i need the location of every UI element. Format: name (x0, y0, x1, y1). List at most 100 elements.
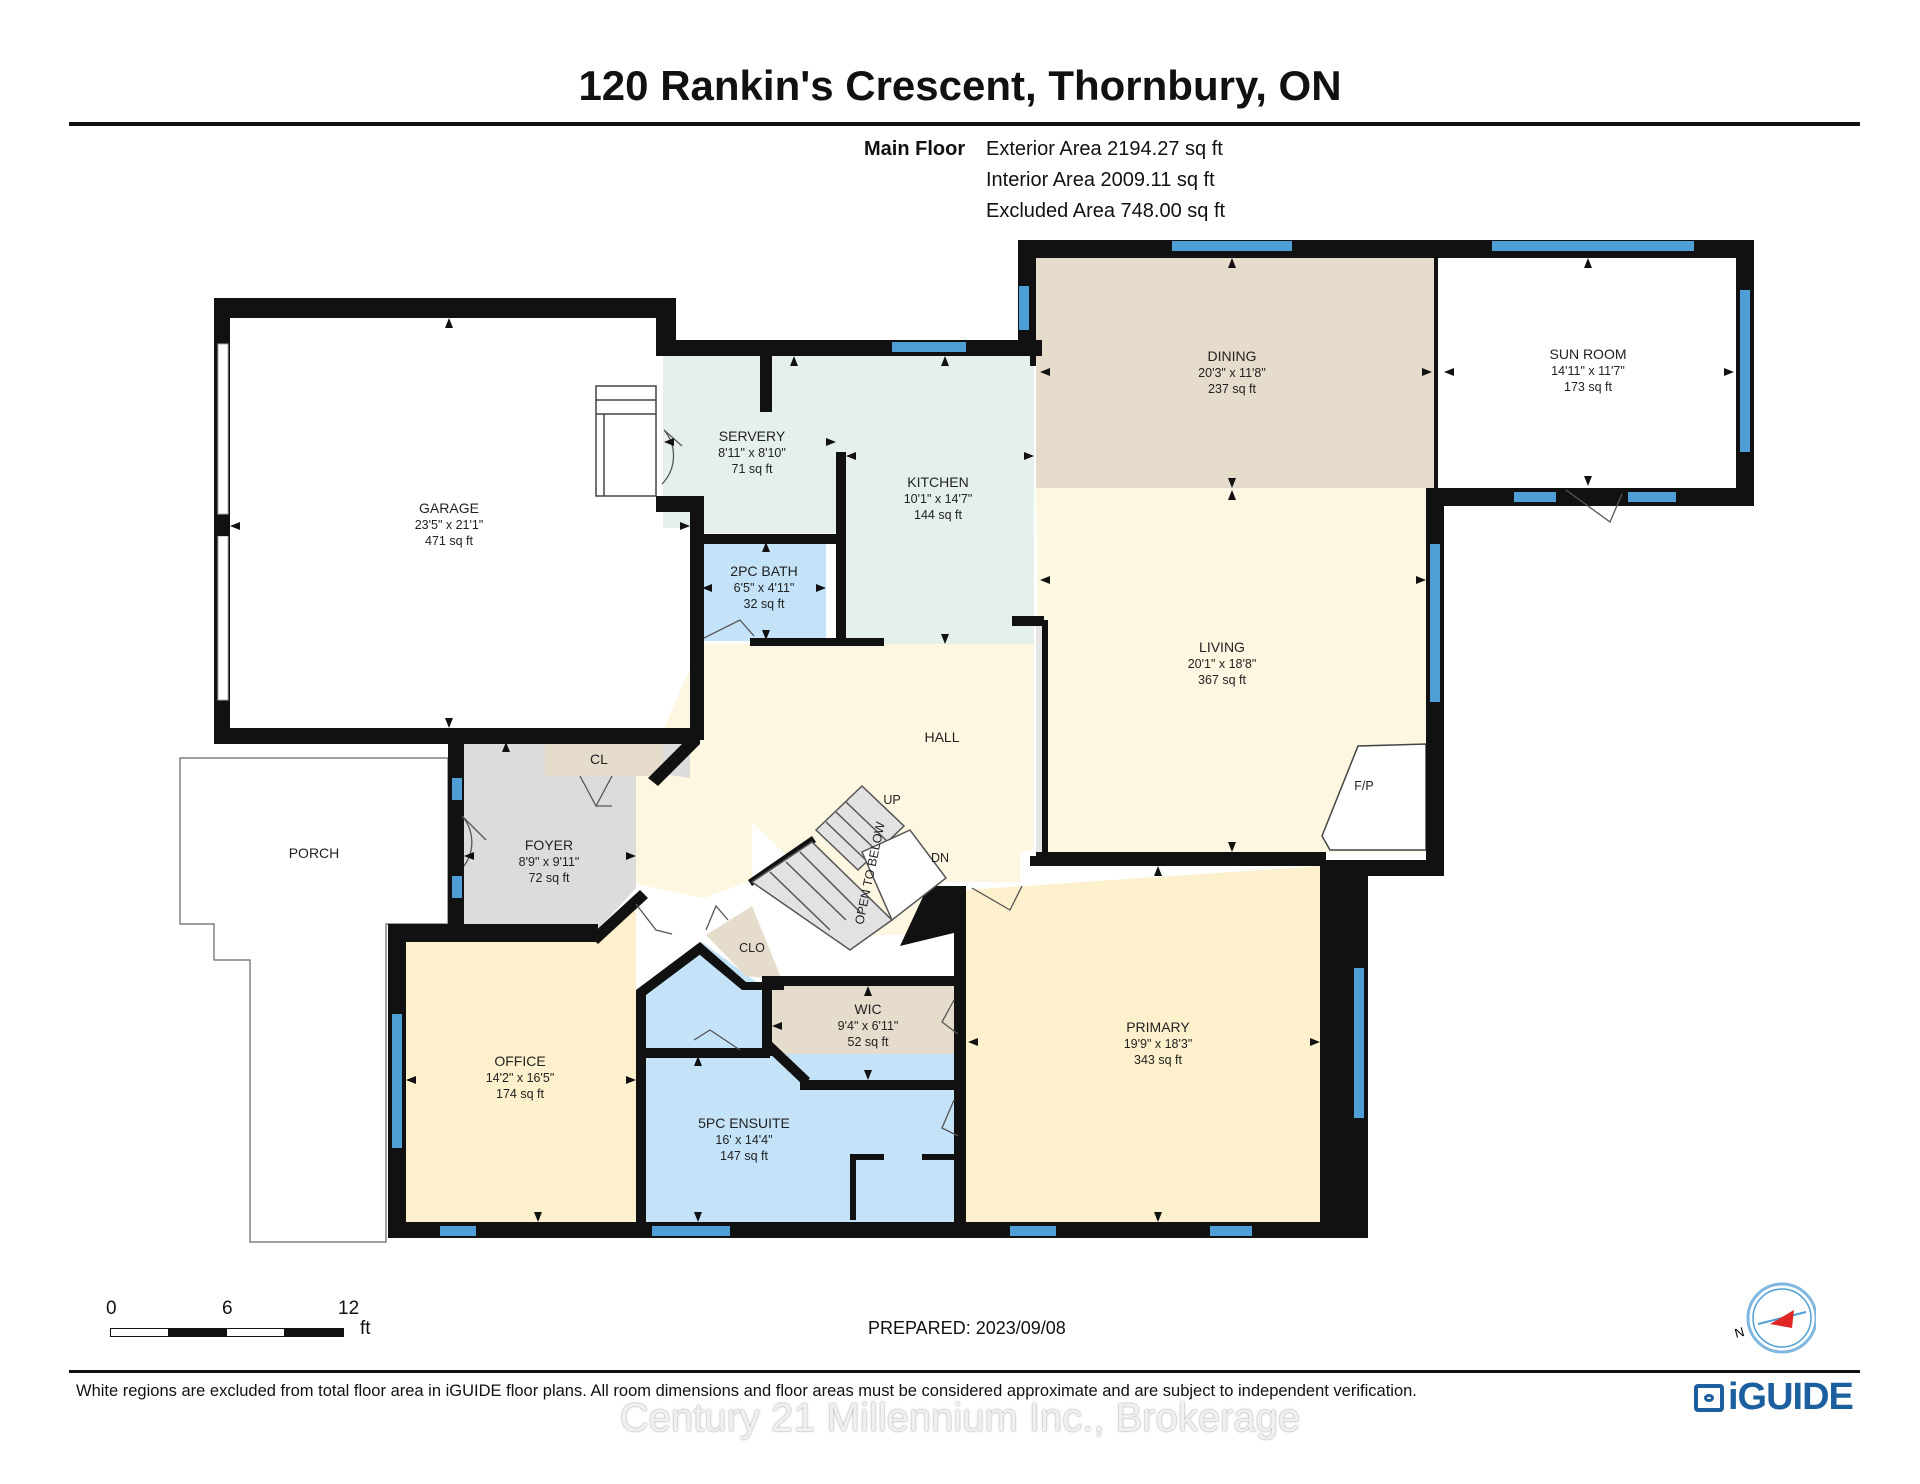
ensuite-dims: 16' x 14'4" (715, 1133, 772, 1147)
wall-cl-diag (648, 736, 700, 786)
bottom-rule (69, 1370, 1860, 1373)
wall-corner-block-2 (1322, 1140, 1368, 1230)
wall-hall-living-top (1012, 616, 1044, 626)
wall-ensuite-top (636, 1048, 770, 1058)
arrow-right (626, 1076, 636, 1084)
scale-tick-0: 0 (106, 1298, 117, 1319)
arrow-right (626, 852, 636, 860)
arrow-down (1154, 1212, 1162, 1222)
arrow-left (406, 1076, 416, 1084)
arrow-down (864, 1070, 872, 1080)
wic-name: WIC (854, 1001, 881, 1017)
floor-name: Main Floor (864, 138, 966, 160)
arrow-up (502, 742, 510, 752)
arrow-right (680, 522, 690, 530)
hall-name: HALL (924, 729, 959, 745)
sunroom-area: 173 sq ft (1564, 380, 1612, 394)
garage-steps-box (595, 385, 657, 497)
arrow-left (464, 852, 474, 860)
door-cl (579, 775, 613, 808)
wall-bath-top (700, 534, 836, 544)
wall-office-diag (590, 890, 648, 944)
dimension-arrows (230, 258, 1734, 1222)
arrow-down (762, 630, 770, 640)
window-primary-right (1354, 968, 1364, 1118)
wall-garage-top (214, 298, 676, 318)
kitchen-fill (838, 356, 1034, 644)
wall-ensuite-left (636, 990, 646, 1230)
wall-primary-left (954, 890, 966, 1230)
window-sunroom-top (1492, 241, 1694, 251)
garage-fill (228, 318, 656, 728)
wall-garage-bottom (214, 728, 700, 744)
scale-tick-6: 6 (222, 1298, 233, 1319)
arrow-right (1024, 452, 1034, 460)
stairs-up-label: UP (883, 793, 900, 807)
wall-ensuite-fixture (850, 1154, 884, 1160)
door-ensuite-2 (941, 1099, 959, 1137)
wall-foyer-left (448, 740, 464, 942)
office-area: 174 sq ft (496, 1087, 544, 1101)
door-bath (703, 619, 755, 639)
room-fills (179, 258, 1738, 1243)
wall-wic-bottom (800, 1080, 960, 1090)
door-sunroom (1565, 489, 1623, 524)
wall-servery-stub (760, 356, 772, 412)
window-kitchen (892, 342, 966, 352)
wall-bath-bottom-2 (830, 638, 882, 646)
dining-fill (1036, 258, 1434, 488)
window-primary-bottom (1010, 1226, 1056, 1236)
arrow-up (445, 318, 453, 328)
garage-door-top (217, 343, 229, 515)
stair-upper (814, 784, 906, 872)
living-fill (1036, 488, 1434, 852)
staircase (750, 784, 948, 951)
top-rule (69, 122, 1860, 126)
cl-fill (545, 743, 663, 776)
arrow-right (1724, 368, 1734, 376)
iguide-logo-text: iGUIDE (1728, 1376, 1854, 1418)
wall-primary-bottom (388, 1222, 1368, 1238)
window-sunroom-right (1740, 290, 1750, 452)
disclaimer-text: White regions are excluded from total fl… (76, 1382, 1417, 1400)
wall-garage-right-2 (656, 496, 700, 512)
garage-door-bottom (217, 535, 229, 701)
door-servery (661, 429, 683, 485)
clo-fill (706, 906, 782, 980)
wall-wic-left (762, 980, 772, 1056)
arrow-up (1154, 866, 1162, 876)
arrow-left (772, 1022, 782, 1030)
wall-bath-bottom (750, 638, 884, 646)
arrow-down (502, 926, 510, 936)
living-dims: 20'1" x 18'8" (1188, 657, 1257, 671)
arrow-left (1040, 368, 1050, 376)
door-office (635, 903, 673, 935)
wall-wic-top (762, 976, 958, 986)
primary-fill (966, 866, 1320, 1224)
arrow-left (846, 452, 856, 460)
arrow-up (790, 356, 798, 366)
window-sunroom-bottom-2 (1628, 492, 1676, 502)
wall-hall-living (1040, 620, 1048, 856)
interior-area: Interior Area 2009.11 sq ft (986, 169, 1215, 191)
arrow-up (1584, 258, 1592, 268)
office-dims: 14'2" x 16'5" (486, 1071, 555, 1085)
foyer-fill (463, 742, 690, 936)
iguide-logo: iGUIDE (1694, 1376, 1854, 1419)
door-wic (941, 999, 959, 1035)
ensuite-area: 147 sq ft (720, 1149, 768, 1163)
bath-area: 32 sq ft (744, 597, 786, 611)
arrow-left (230, 522, 240, 530)
stair-tread (825, 821, 871, 865)
door-ensuite (693, 1029, 741, 1051)
servery-area: 71 sq ft (732, 462, 774, 476)
foyer-dims: 8'9" x 9'11" (519, 855, 580, 869)
arrow-left (968, 1038, 978, 1046)
excluded-area: Excluded Area 748.00 sq ft (986, 200, 1226, 222)
cl-name: CL (590, 751, 608, 767)
wall-ensuite-diag (636, 942, 706, 998)
scale-segment (226, 1328, 286, 1337)
arrow-down (534, 1212, 542, 1222)
office-fill (406, 908, 636, 1222)
